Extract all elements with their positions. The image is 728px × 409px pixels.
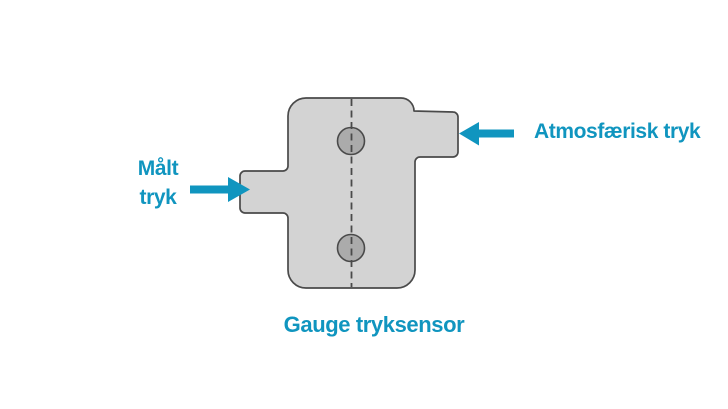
measured-pressure-label-line1: Målt: [137, 157, 179, 180]
measured-pressure-label-line2: tryk: [139, 186, 177, 209]
diagram-caption: Gauge tryksensor: [283, 312, 465, 337]
atmospheric-pressure-arrow-icon: [459, 122, 514, 146]
atmospheric-pressure-label: Atmosfærisk tryk: [534, 120, 701, 143]
sensor-body-shape: [239, 97, 459, 289]
measured-pressure-label: Målt tryk: [103, 154, 213, 212]
measured-pressure-arrow-icon: [190, 177, 250, 202]
